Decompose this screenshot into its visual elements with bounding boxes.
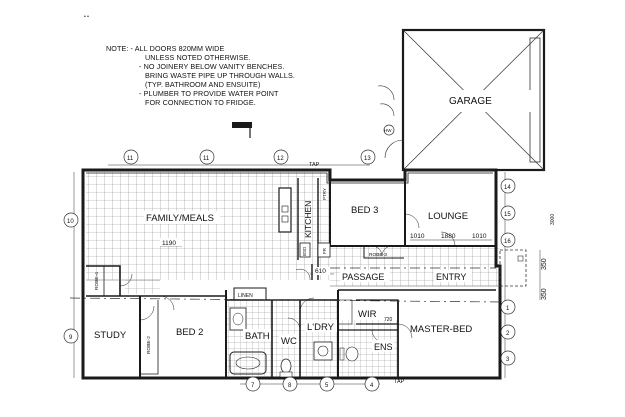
grid-left-1: 10 (67, 219, 74, 225)
ldry-label-bg (305, 320, 337, 332)
grid-top-4: 13 (364, 156, 371, 162)
grid-bottom-3: 5 (325, 383, 329, 389)
ens-label-bg (372, 340, 394, 352)
dim-610: 610 (315, 268, 326, 275)
note-line-3: - NO JOINERY BELOW VANITY BENCHES. (139, 62, 285, 71)
bath-label-bg (243, 329, 271, 341)
dim-610-bg (313, 267, 330, 275)
grid-right-4: 1 (506, 306, 510, 312)
bsd-label: BSD (302, 246, 307, 256)
grid-right-5: 2 (506, 331, 510, 337)
interior-walls (86, 170, 500, 378)
note-line-1: NOTE: - ALL DOORS 820mm WIDE (106, 44, 225, 53)
room-label-ldry: L'DRY (307, 322, 335, 333)
room-label-robe3: ROBE-3 (369, 252, 387, 258)
grid-bottom-4: 4 (370, 383, 374, 389)
room-label-family-meals: FAMILY/MEALS (146, 213, 214, 224)
grid-top-2: 11 (203, 156, 210, 162)
note-line-4: BRING WASTE PIPE UP THROUGH WALLS. (145, 71, 295, 80)
dim-3000: 3000 (550, 214, 556, 225)
wc-label-bg (279, 334, 299, 346)
grid-bubbles-bottom (245, 376, 380, 392)
room-label-kitchen: KITCHEN (303, 201, 313, 238)
room-label-robe4: ROBE-4 (94, 272, 100, 290)
grid-bottom-2: 8 (288, 383, 292, 389)
hw-label: HW (384, 128, 392, 133)
grid-right-3: 16 (504, 239, 511, 245)
passage-label-bg (340, 270, 390, 282)
north-bar (232, 122, 252, 128)
grid-right-6: 3 (506, 357, 510, 363)
tap-label-bottom: TAP (394, 379, 405, 385)
dim-720: 720 (384, 317, 393, 323)
note-line-5: (TYP. BATHROOM AND ENSUITE) (145, 80, 261, 89)
note-line-6: - PLUMBER TO PROVIDE WATER POINT (139, 89, 279, 98)
grid-top-1: 11 (127, 156, 134, 162)
dim-1190: 1190 (162, 240, 176, 247)
grid-left-2: 9 (69, 335, 73, 341)
room-label-lounge: LOUNGE (428, 211, 468, 222)
grid-bubbles-right (500, 178, 516, 366)
room-label-bath: BATH (245, 331, 270, 342)
room-label-garage: GARAGE (449, 96, 492, 107)
room-label-robe2: ROBE-2 (146, 336, 152, 354)
room-label-bed2: BED 2 (176, 327, 203, 338)
dim-1010-left: 1010 (410, 233, 425, 240)
room-label-wc: WC (281, 336, 297, 347)
note-line-2: UNLESS NOTED OTHERWISE. (145, 53, 251, 62)
grid-top-3: 12 (277, 156, 284, 162)
fr-label: FR (322, 247, 327, 254)
room-label-passage: PASSAGE (342, 272, 384, 282)
entry-label-bg (434, 270, 472, 282)
room-label-ptry: PTRY (322, 188, 327, 200)
dim-1880: 1880 (441, 233, 456, 240)
note-line-7: FOR CONNECTION TO FRIDGE. (145, 98, 256, 107)
tap-label-top: TAP (309, 162, 320, 168)
section-lines (69, 267, 501, 303)
grid-right-2: 15 (504, 212, 511, 218)
grid-bubbles-top (123, 149, 376, 165)
dim-350-bottom: 350 (541, 288, 548, 300)
room-label-bed3: BED 3 (351, 205, 378, 216)
garage (377, 28, 546, 172)
dim-350-top: 350 (541, 258, 548, 270)
house-outline (81, 168, 502, 380)
dim-1190-bg (160, 238, 182, 246)
room-label-entry: ENTRY (436, 272, 466, 282)
entry-step (499, 249, 527, 287)
grid-right-1: 14 (504, 185, 511, 191)
room-label-wir: WIR (358, 309, 377, 320)
room-label-linen: LINEN (238, 293, 253, 299)
dim-1010-right: 1010 (472, 233, 487, 240)
corner-mark: • • (84, 14, 89, 20)
room-label-ens: ENS (374, 342, 393, 352)
room-label-study: STUDY (94, 330, 127, 341)
grid-bottom-1: 7 (251, 383, 255, 389)
family-label-bg (144, 211, 220, 224)
room-label-master-bed: MASTER-BED (410, 324, 472, 335)
grid-bubbles-left (63, 212, 79, 344)
